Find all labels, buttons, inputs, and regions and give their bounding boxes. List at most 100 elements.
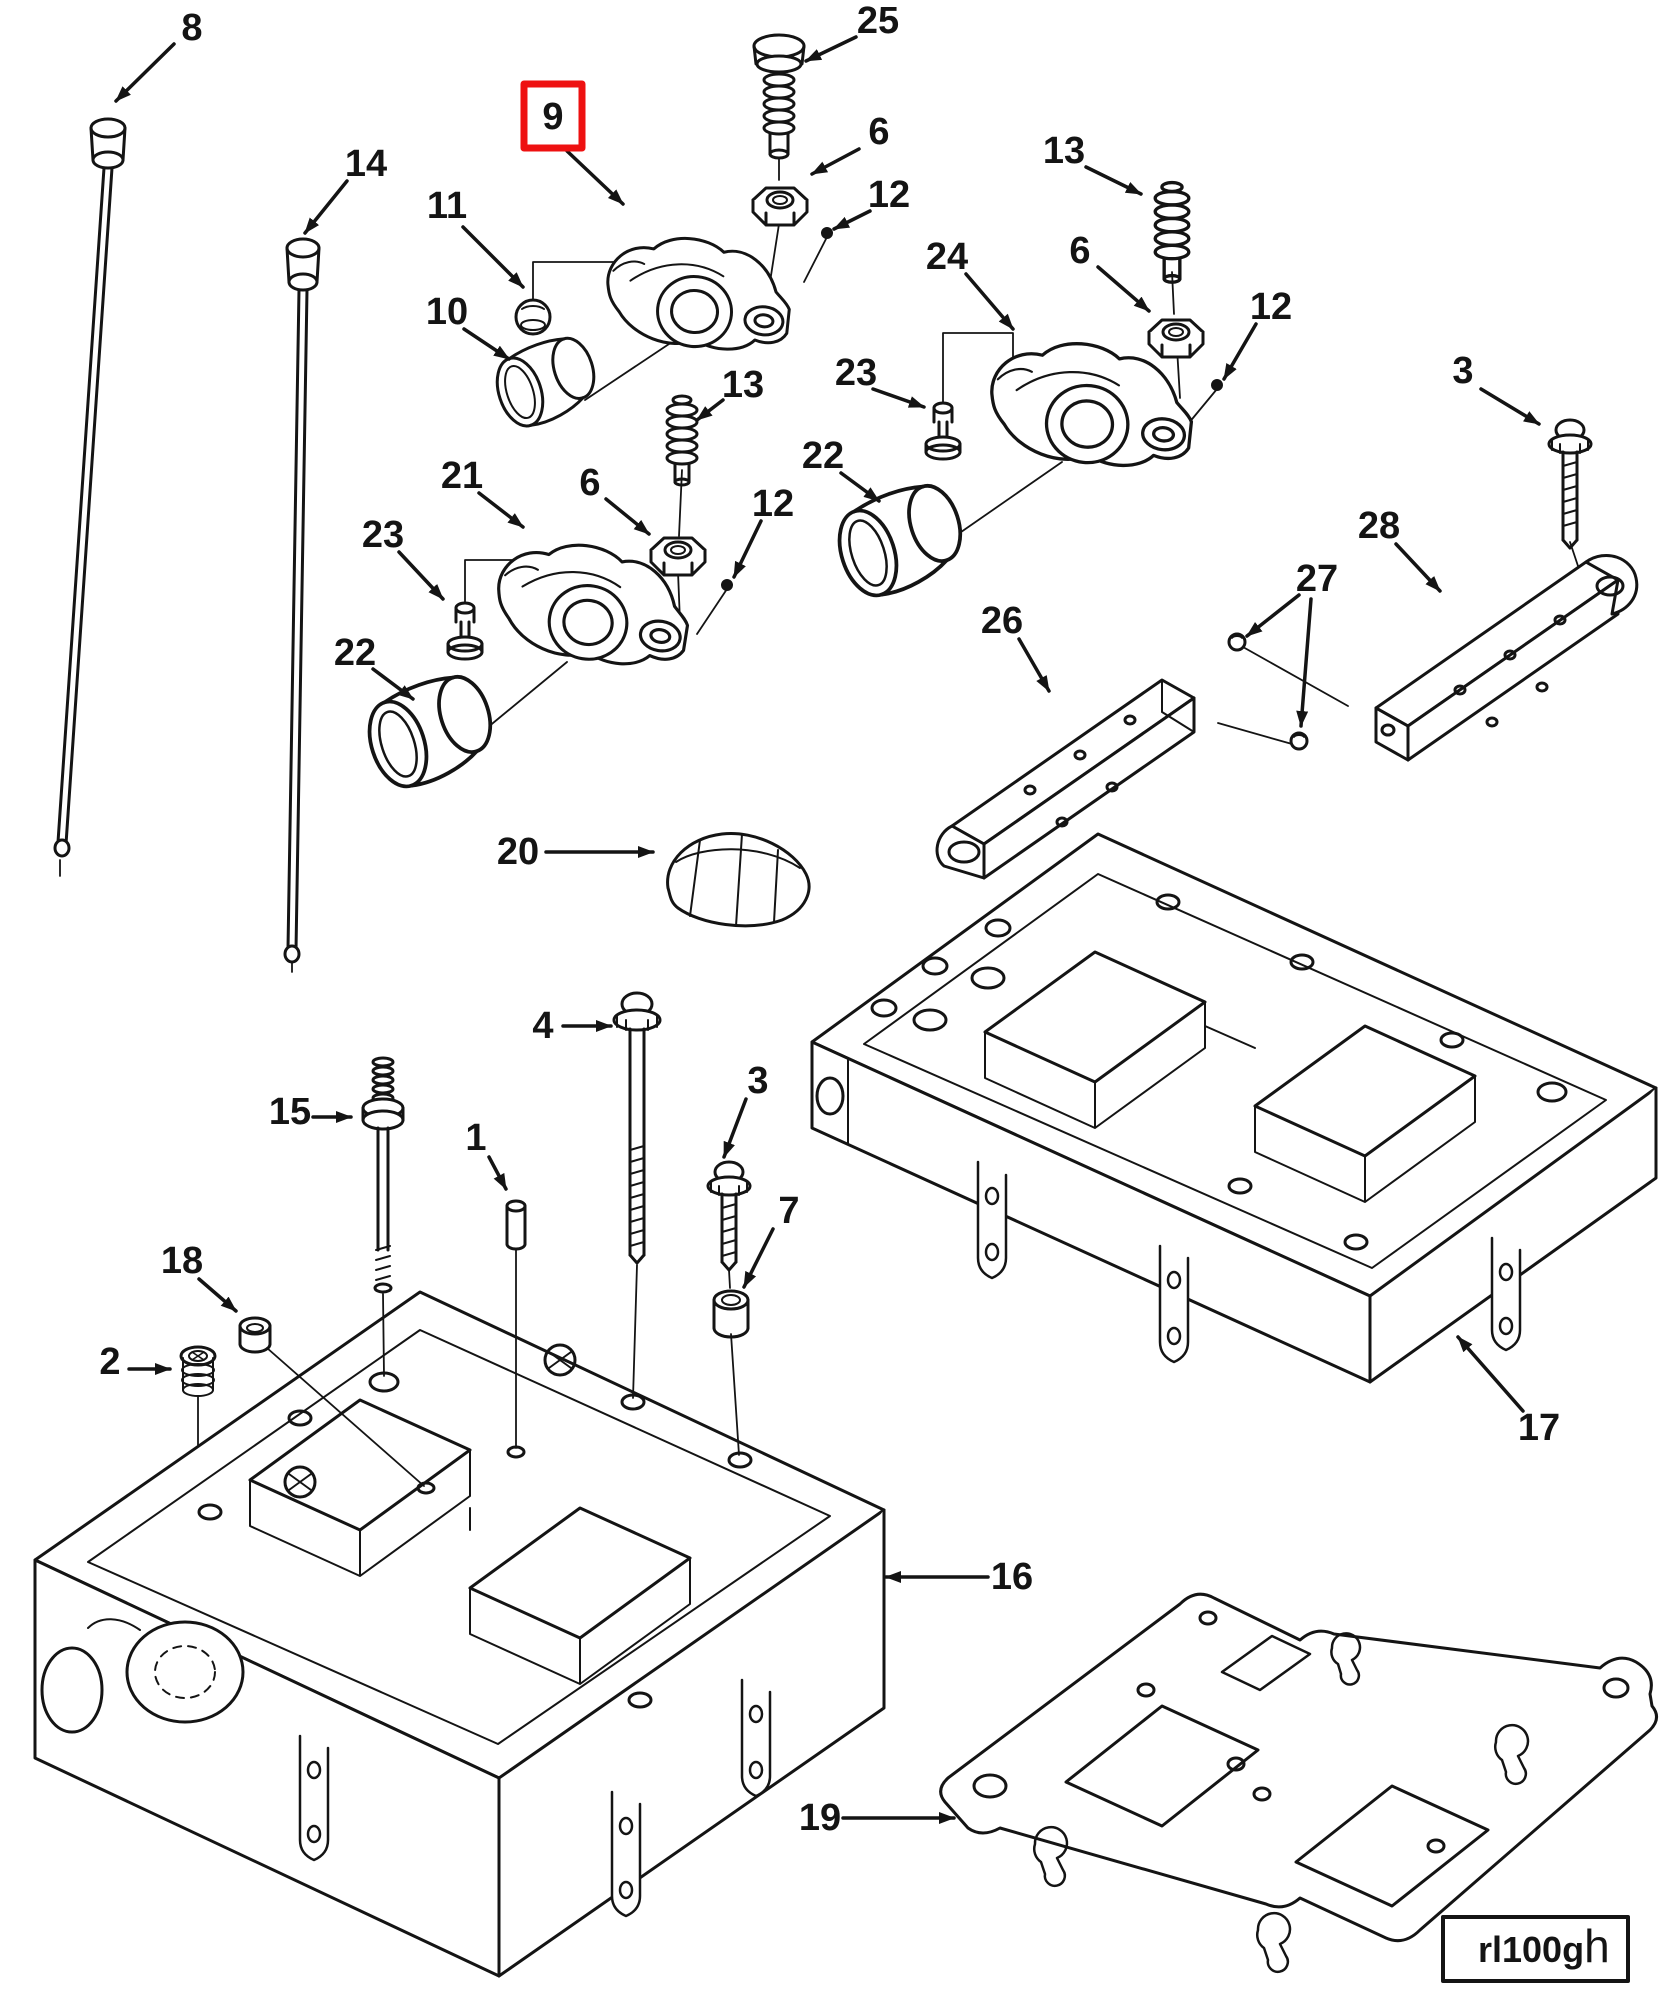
hex-nut-6-a [751, 186, 809, 227]
callout-11[interactable]: 11 [427, 185, 525, 289]
callout-label-25[interactable]: 25 [857, 0, 899, 42]
spacer-7 [712, 1289, 750, 1339]
callout-label-24[interactable]: 24 [926, 236, 968, 278]
callout-24[interactable]: 24 [926, 236, 1015, 331]
callout-17[interactable]: 17 [1456, 1335, 1560, 1449]
stud-15 [361, 1056, 405, 1294]
callout-9[interactable]: 9 [520, 80, 625, 206]
callout-label-22[interactable]: 22 [334, 632, 376, 674]
callout-arrow [810, 147, 861, 176]
callout-label-21[interactable]: 21 [441, 455, 483, 497]
callout-12[interactable]: 12 [832, 174, 910, 231]
callout-label-23[interactable]: 23 [835, 352, 877, 394]
callout-10[interactable]: 10 [426, 291, 511, 361]
capscrew-4 [612, 991, 662, 1265]
callout-arrow [114, 42, 176, 103]
callout-26[interactable]: 26 [981, 600, 1051, 693]
callout-6[interactable]: 6 [1069, 230, 1151, 313]
hex-nut-6-c [1147, 318, 1205, 359]
callout-6[interactable]: 6 [579, 462, 651, 536]
callout-label-22[interactable]: 22 [802, 435, 844, 477]
callout-13[interactable]: 13 [1043, 130, 1143, 196]
cylinder-head-17 [810, 832, 1658, 1384]
callout-label-8[interactable]: 8 [181, 7, 202, 49]
callout-label-6[interactable]: 6 [579, 462, 600, 504]
callout-arrow [1084, 165, 1143, 196]
callout-label-12[interactable]: 12 [752, 483, 794, 525]
callout-14[interactable]: 14 [303, 143, 387, 235]
callout-27[interactable]: 27 [1245, 558, 1338, 728]
callout-label-4[interactable]: 4 [532, 1005, 553, 1047]
callout-label-12[interactable]: 12 [1250, 286, 1292, 328]
plug-2 [179, 1345, 217, 1397]
callout-label-7[interactable]: 7 [778, 1190, 799, 1232]
callout-8[interactable]: 8 [114, 7, 203, 103]
callout-4[interactable]: 4 [532, 1005, 613, 1047]
callout-arrow [1245, 593, 1301, 638]
callout-arrow [462, 327, 511, 361]
callout-label-15[interactable]: 15 [269, 1091, 311, 1133]
callout-label-6[interactable]: 6 [1069, 230, 1090, 272]
callout-25[interactable]: 25 [804, 0, 899, 63]
callout-arrow [722, 1097, 748, 1159]
callout-3[interactable]: 3 [1452, 350, 1541, 426]
rocker-shaft-26 [935, 678, 1196, 880]
callout-arrow [197, 1277, 238, 1313]
dowel-pin-1 [505, 1199, 527, 1251]
callout-2[interactable]: 2 [99, 1341, 172, 1383]
callout-label-23[interactable]: 23 [362, 514, 404, 556]
retainer-12-a [821, 227, 833, 239]
callout-16[interactable]: 16 [884, 1556, 1033, 1598]
callout-3[interactable]: 3 [722, 1060, 769, 1159]
callout-label-12[interactable]: 12 [868, 174, 910, 216]
callout-label-3[interactable]: 3 [747, 1060, 768, 1102]
callout-21[interactable]: 21 [441, 455, 525, 529]
callout-arrow [742, 1227, 775, 1289]
callout-label-1[interactable]: 1 [465, 1117, 486, 1159]
callout-arrow [695, 398, 725, 422]
callout-label-18[interactable]: 18 [161, 1240, 203, 1282]
callout-label-16[interactable]: 16 [991, 1556, 1033, 1598]
callout-label-13[interactable]: 13 [722, 364, 764, 406]
callout-22[interactable]: 22 [334, 632, 415, 701]
callout-label-3[interactable]: 3 [1452, 350, 1473, 392]
callout-arrow [1222, 322, 1258, 381]
callout-12[interactable]: 12 [732, 483, 794, 579]
callout-6[interactable]: 6 [810, 111, 890, 176]
callout-23[interactable]: 23 [835, 352, 926, 409]
callout-arrow [839, 471, 881, 503]
hex-nut-6-b [649, 536, 707, 577]
callout-28[interactable]: 28 [1358, 505, 1442, 593]
callout-label-2[interactable]: 2 [99, 1341, 120, 1383]
callout-label-20[interactable]: 20 [497, 831, 539, 873]
adjusting-screw-25 [752, 33, 806, 160]
gasket-19 [939, 1592, 1658, 1973]
callout-7[interactable]: 7 [742, 1190, 800, 1289]
callout-label-11[interactable]: 11 [427, 185, 467, 227]
callout-arrow [303, 179, 349, 235]
callout-label-28[interactable]: 28 [1358, 505, 1400, 547]
callout-23[interactable]: 23 [362, 514, 445, 601]
callout-label-9[interactable]: 9 [542, 96, 563, 138]
callout-18[interactable]: 18 [161, 1240, 238, 1313]
callout-label-13[interactable]: 13 [1043, 130, 1085, 172]
callout-label-19[interactable]: 19 [799, 1797, 841, 1839]
callout-label-6[interactable]: 6 [868, 111, 889, 153]
push-rod-14 [283, 237, 321, 964]
callout-19[interactable]: 19 [799, 1797, 956, 1839]
callout-12[interactable]: 12 [1222, 286, 1292, 381]
callout-label-27[interactable]: 27 [1296, 558, 1338, 600]
callout-22[interactable]: 22 [802, 435, 881, 503]
callout-15[interactable]: 15 [269, 1091, 353, 1133]
wear-pad-20 [666, 831, 811, 928]
callout-arrow [1456, 1335, 1525, 1413]
callout-20[interactable]: 20 [497, 831, 655, 873]
callout-arrow [732, 519, 763, 579]
callout-label-14[interactable]: 14 [345, 143, 387, 185]
callout-label-26[interactable]: 26 [981, 600, 1023, 642]
callout-1[interactable]: 1 [465, 1117, 508, 1191]
callout-label-17[interactable]: 17 [1518, 1407, 1560, 1449]
callout-13[interactable]: 13 [695, 364, 764, 422]
callout-label-10[interactable]: 10 [426, 291, 468, 333]
